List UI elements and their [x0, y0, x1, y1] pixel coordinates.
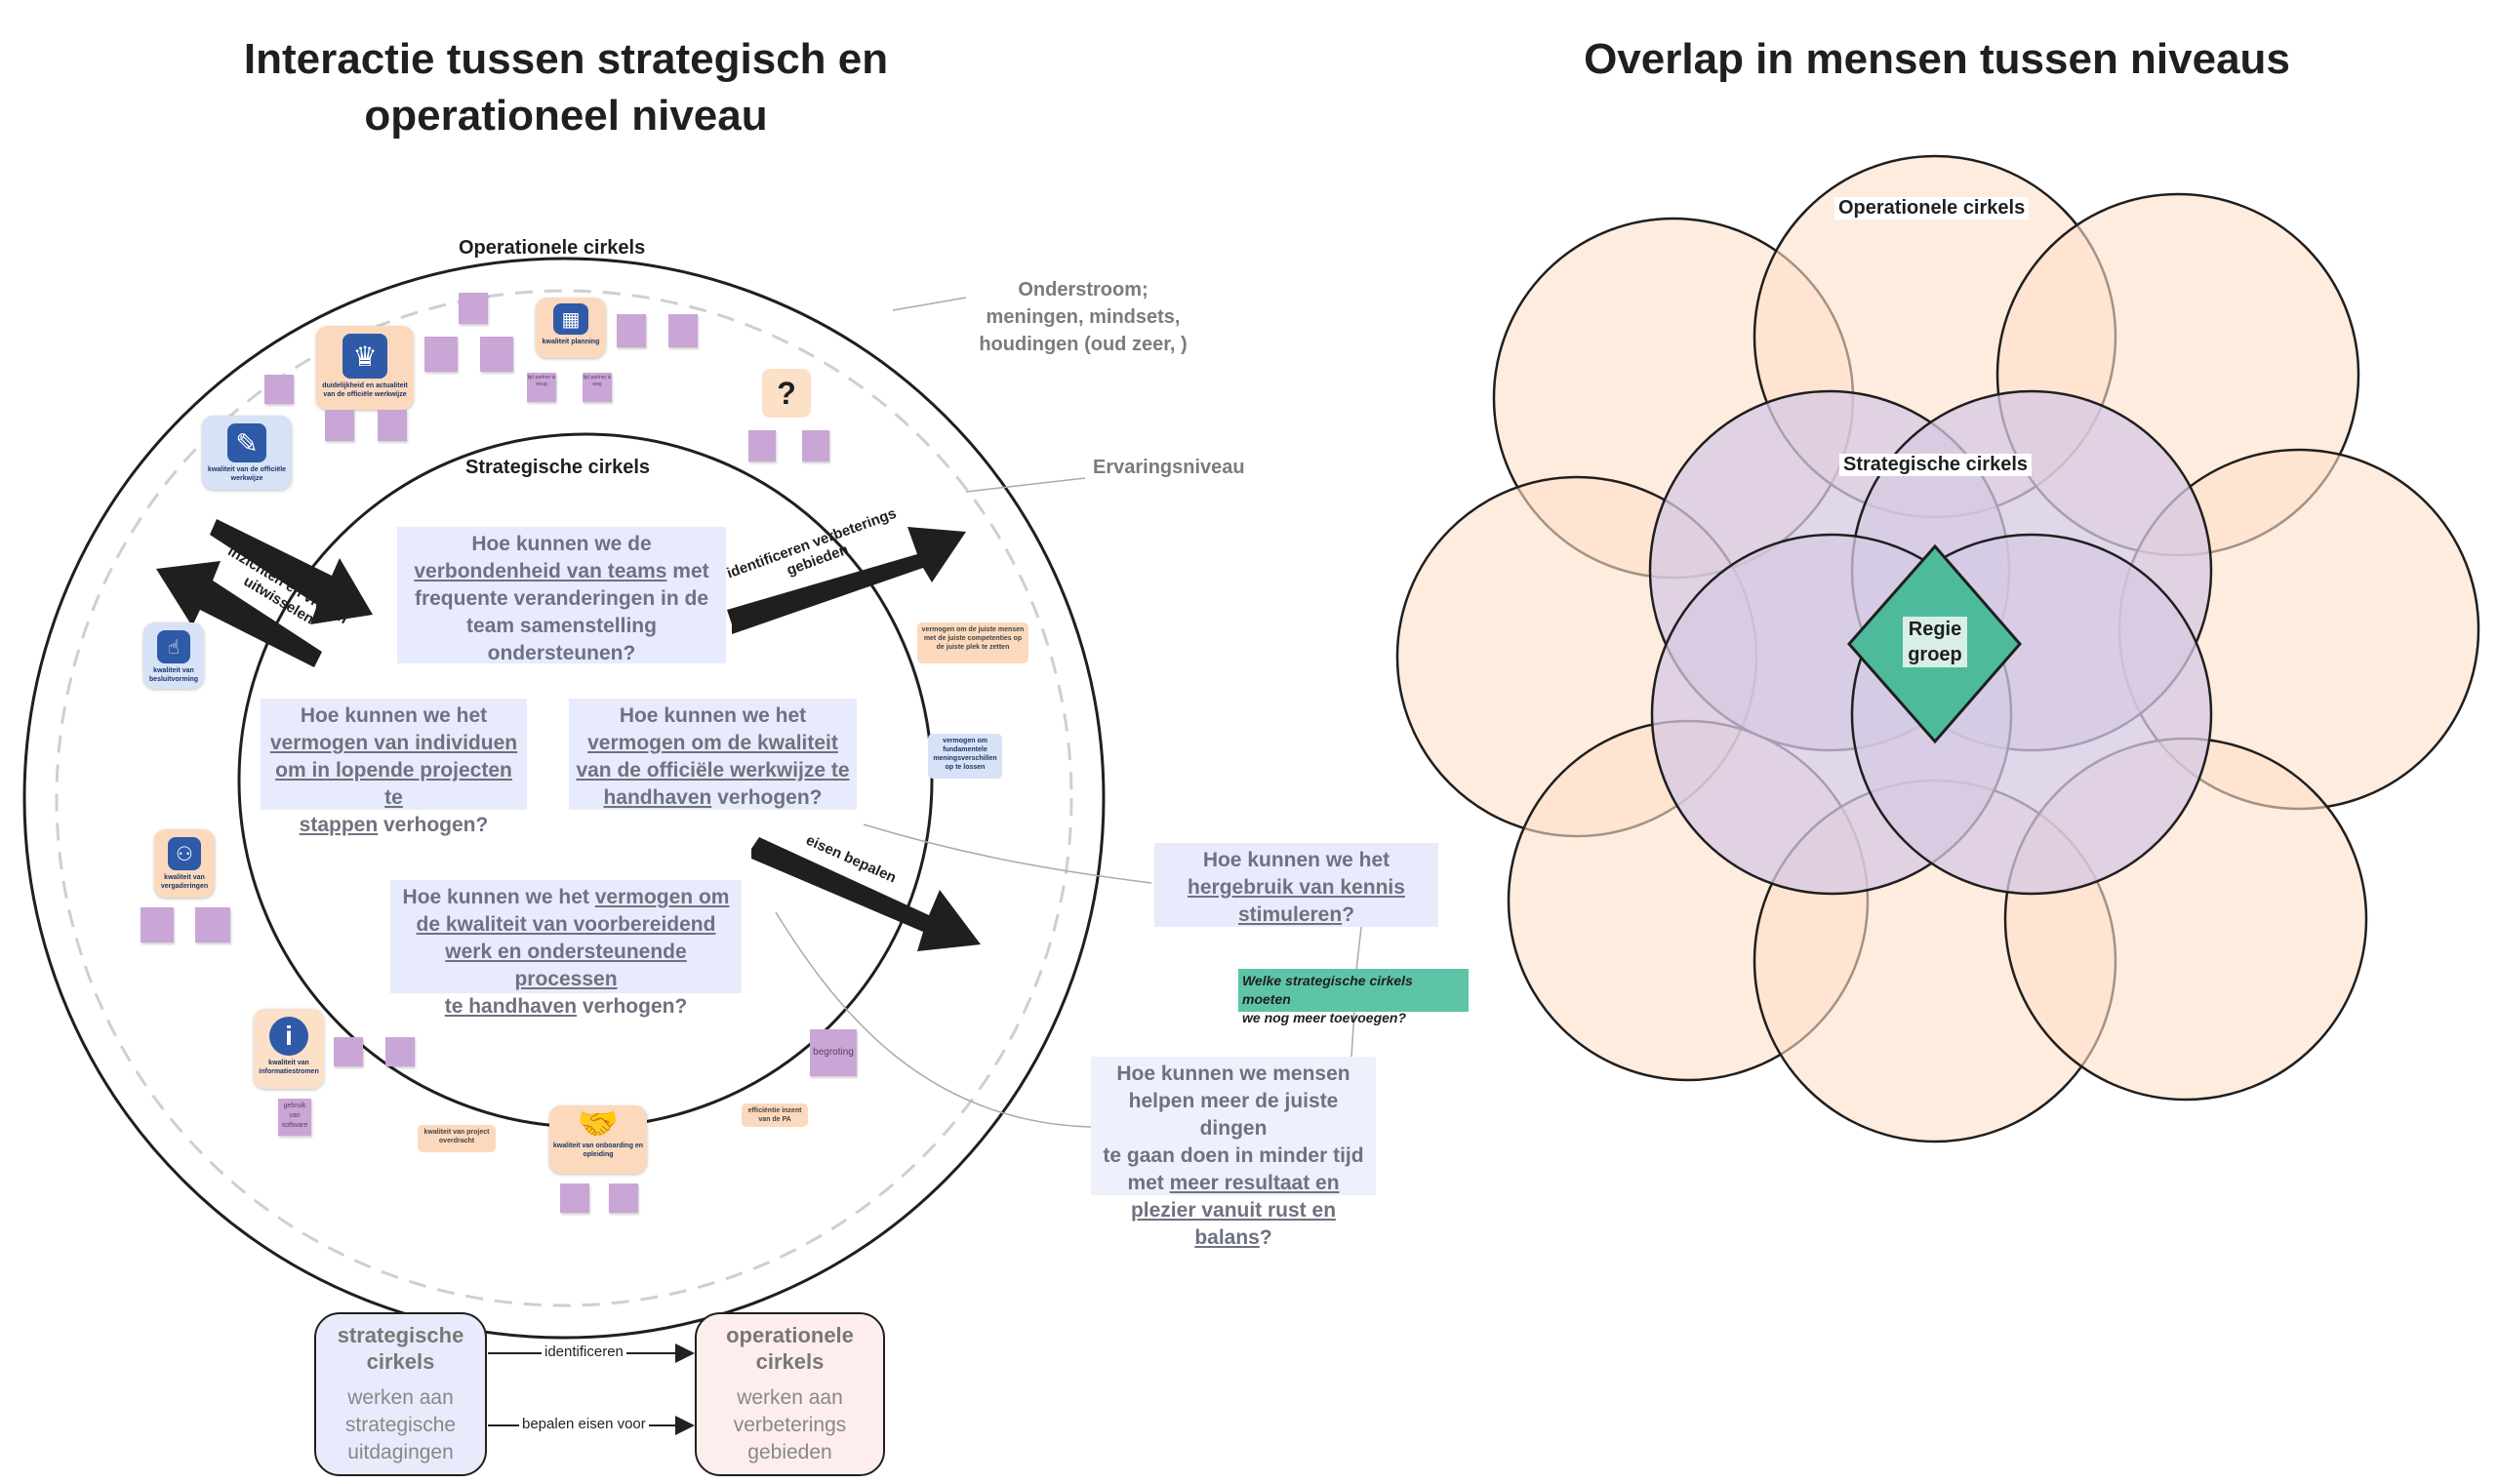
sticky-note[interactable]: [609, 1183, 638, 1213]
card-vergaderingen[interactable]: ⚇ kwaliteit van vergaderingen: [154, 829, 215, 898]
sticky-note[interactable]: [385, 1037, 415, 1066]
sticky-note[interactable]: [802, 430, 829, 461]
sticky-note[interactable]: [617, 314, 646, 347]
onderstroom-connector: [892, 297, 967, 311]
sticky-note[interactable]: [325, 410, 354, 441]
sticky-note[interactable]: [748, 430, 776, 461]
left-title: Interactie tussen strategisch en operati…: [146, 31, 986, 144]
question-kwaliteit-werkwijze[interactable]: Hoe kunnen we het vermogen om de kwalite…: [569, 699, 857, 810]
card-kwaliteit-planning[interactable]: ▦ kwaliteit planning: [536, 298, 606, 358]
document-icon: ✎: [227, 423, 266, 462]
tag-vermogen-mensen[interactable]: vermogen om de juiste mensen met de juis…: [917, 622, 1028, 663]
arrow-eisen: [751, 837, 981, 951]
ervaringsniveau-connector: [965, 477, 1086, 493]
presenter-icon: ☝: [157, 630, 190, 663]
teal-q6-connector: [1350, 1011, 1355, 1058]
handshake-icon: 🤝: [577, 1105, 620, 1143]
legend-operational-title: operationele cirkels: [726, 1323, 854, 1374]
onderstroom-line1: Onderstroom;: [1018, 279, 1148, 301]
question-individuen[interactable]: Hoe kunnen we het vermogen van individue…: [261, 699, 527, 836]
legend-arrow-top-label: identificeren: [542, 1344, 626, 1360]
onderstroom-line3: houdingen (oud zeer, ): [979, 334, 1188, 355]
legend-operational-desc: werken aan verbeterings gebieden: [733, 1386, 847, 1464]
sticky-note[interactable]: [560, 1183, 589, 1213]
inner-circle-label: Strategische cirkels: [465, 457, 650, 478]
regie-groep-line1: Regie: [1908, 619, 1962, 640]
meeting-icon: ⚇: [168, 837, 201, 870]
legend-strategic-title: strategische cirkels: [337, 1323, 464, 1374]
sticky-note[interactable]: [264, 375, 294, 404]
info-icon: i: [269, 1017, 308, 1056]
sticky-note[interactable]: [459, 293, 488, 324]
outer-circle-label: Operationele cirkels: [459, 237, 646, 259]
q5-connector: [863, 823, 1152, 884]
question-mensen-helpen[interactable]: Hoe kunnen we mensen helpen meer de juis…: [1091, 1057, 1376, 1249]
q5-teal-connector: [1355, 926, 1362, 972]
card-kwaliteit-officiele-werkwijze[interactable]: ✎ kwaliteit van de officiële werkwijze: [202, 416, 292, 490]
dashed-undercurrent-circle: [55, 289, 1073, 1307]
tag-meningsverschillen[interactable]: vermogen om fundamentele meningsverschil…: [928, 734, 1002, 779]
outer-operational-circle: [22, 257, 1106, 1340]
sticky-note[interactable]: [480, 337, 513, 372]
card-onboarding[interactable]: 🤝 kwaliteit van onboarding en opleiding: [549, 1105, 647, 1174]
ervaringsniveau-label: Ervaringsniveau: [1093, 457, 1245, 478]
question-mark-card[interactable]: ?: [762, 369, 811, 418]
arrow-inzichten-right: [210, 519, 373, 624]
sticky-note[interactable]: [668, 314, 698, 347]
left-title-line2: operationeel niveau: [364, 92, 768, 140]
sticky-note[interactable]: [141, 907, 174, 943]
calendar-icon: ▦: [553, 303, 588, 335]
legend-operational-box[interactable]: operationele cirkels werken aan verbeter…: [695, 1312, 885, 1476]
teal-note-line1: Welke strategische cirkels moeten: [1242, 973, 1413, 1007]
legend-arrow-bottom-label: bepalen eisen voor: [519, 1416, 649, 1432]
left-diagram-svg: [22, 257, 1362, 1435]
arrow-inzichten-left: [156, 561, 322, 667]
question-voorbereidend-werk[interactable]: Hoe kunnen we het vermogen om de kwalite…: [390, 880, 742, 1018]
regie-groep-label: Regie groep: [1903, 617, 1967, 667]
arrow-identificeren: [727, 527, 966, 634]
sticky-note[interactable]: [378, 410, 407, 441]
sticky-begroting[interactable]: begroting: [810, 1029, 857, 1076]
sticky-note[interactable]: [334, 1037, 363, 1066]
overlap-operational-label: Operationele cirkels: [1834, 197, 2030, 220]
onderstroom-label: Onderstroom; meningen, mindsets, houding…: [966, 276, 1200, 358]
crown-people-icon: ♛: [342, 334, 387, 379]
sticky-note[interactable]: [195, 907, 230, 943]
teal-note[interactable]: Welke strategische cirkels moeten we nog…: [1238, 969, 1469, 1025]
card-besluitvorming[interactable]: ☝ kwaliteit van besluitvorming: [143, 622, 204, 689]
regie-groep-line2: groep: [1908, 644, 1962, 665]
q6-connector: [775, 911, 1092, 1128]
sticky-tijd-partner[interactable]: tijd partner is terug: [527, 373, 556, 402]
tag-efficientie[interactable]: efficiëntie inzent van de PA: [742, 1103, 808, 1127]
overlap-strategic-label: Strategische cirkels: [1839, 454, 2032, 476]
onderstroom-line2: meningen, mindsets,: [986, 306, 1181, 328]
tag-project-overdracht[interactable]: kwaliteit van project overdracht: [418, 1125, 496, 1152]
teal-note-line2: we nog meer toevoegen?: [1242, 1010, 1407, 1025]
card-officiele-werkwijze[interactable]: ♛ duidelijkheid en actualiteit van de of…: [316, 326, 414, 410]
question-hergebruik-kennis[interactable]: Hoe kunnen we het hergebruik van kennis …: [1154, 843, 1438, 927]
left-title-line1: Interactie tussen strategisch en: [243, 35, 889, 83]
sticky-note[interactable]: [424, 337, 458, 372]
right-title: Overlap in mensen tussen niveaus: [1584, 35, 2290, 83]
sticky-gebruik-software[interactable]: gebruik van software: [278, 1099, 311, 1136]
legend-strategic-desc: werken aan strategische uitdagingen: [344, 1386, 457, 1464]
card-informatiestromen[interactable]: i kwaliteit van informatiestromen: [254, 1009, 324, 1089]
legend-strategic-box[interactable]: strategische cirkels werken aan strategi…: [314, 1312, 487, 1476]
sticky-tijd-partner-2[interactable]: tijd partner is weg: [583, 373, 612, 402]
question-verbondenheid[interactable]: Hoe kunnen we de verbondenheid van teams…: [397, 527, 726, 664]
